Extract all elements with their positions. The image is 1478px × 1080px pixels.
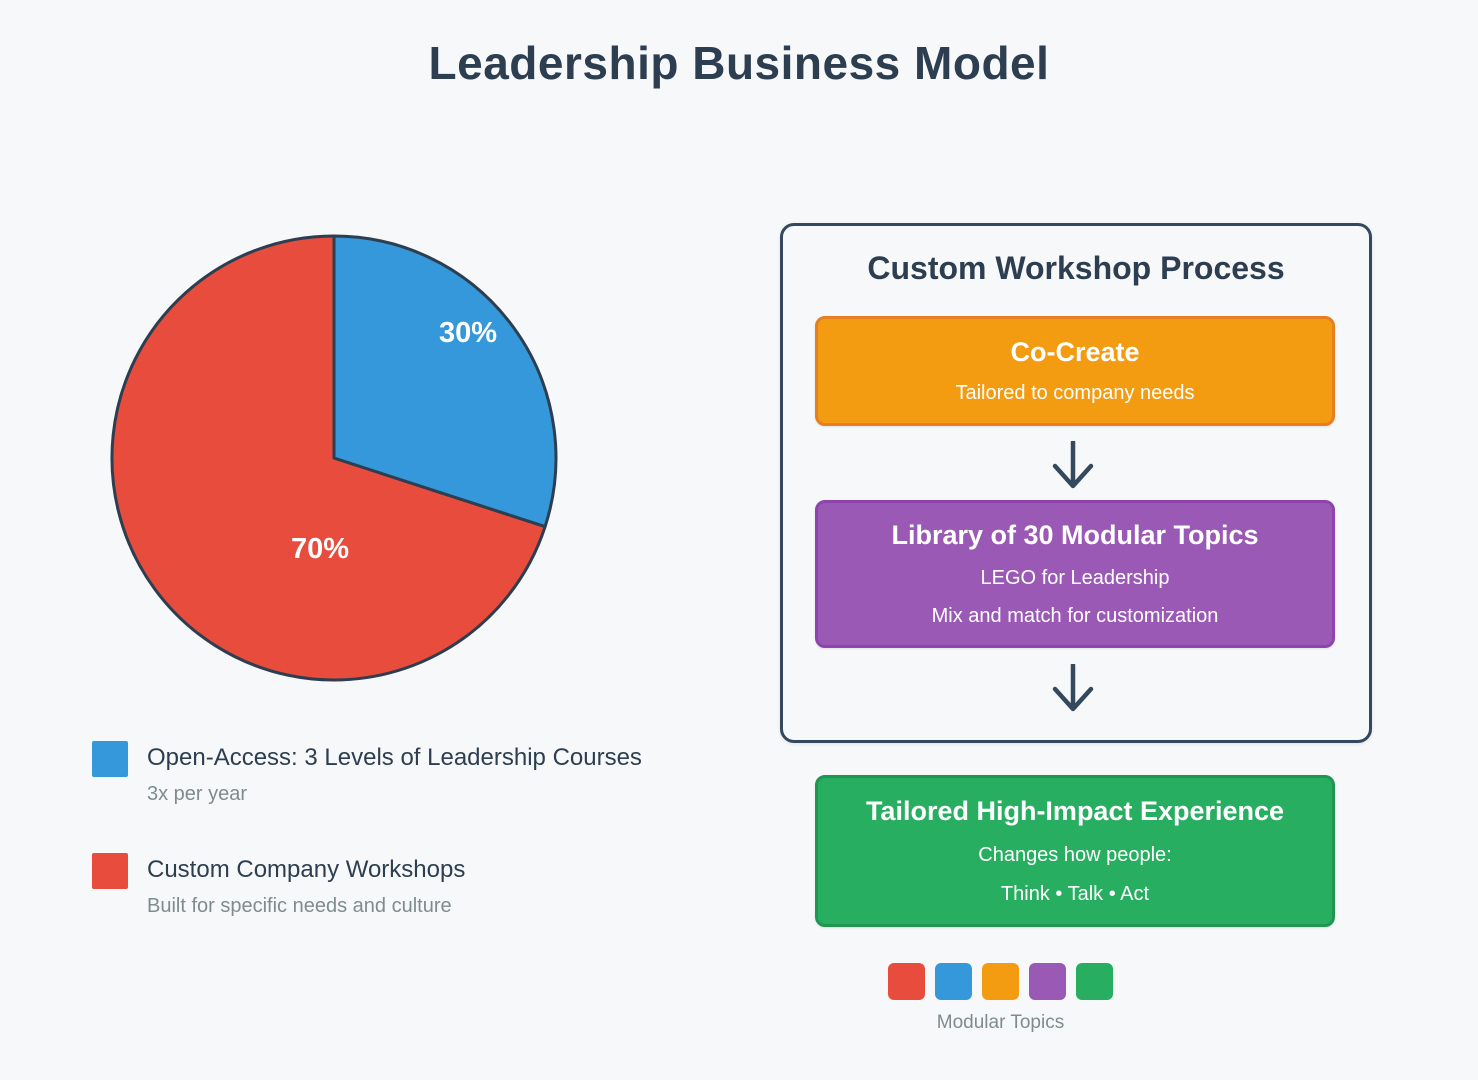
pie-chart: 30% 70% <box>108 232 560 684</box>
step-subtitle: Tailored to company needs <box>955 381 1195 404</box>
topic-swatch-orange <box>982 963 1019 1000</box>
pie-label-70: 70% <box>291 533 349 565</box>
pie-slice-open-access <box>332 234 558 529</box>
pie-slice-custom-workshops <box>110 234 547 682</box>
topic-swatch-blue <box>935 963 972 1000</box>
legend-text-custom-workshops: Custom Company Workshops Built for speci… <box>147 855 707 918</box>
page-title: Leadership Business Model <box>428 37 1050 89</box>
custom-workshop-process-panel: Custom Workshop Process <box>780 223 1372 743</box>
step-title: Co-Create <box>1010 337 1140 368</box>
outcome-subtitle: Think • Talk • Act <box>1000 882 1150 905</box>
legend-label: Custom Company Workshops <box>147 856 466 883</box>
topic-swatch-green <box>1076 963 1113 1000</box>
topic-swatch-red <box>888 963 925 1000</box>
legend-sublabel: 3x per year <box>147 783 248 805</box>
legend-sublabel: Built for specific needs and culture <box>147 895 452 917</box>
step-subtitle: LEGO for Leadership <box>980 566 1170 589</box>
step-box-library: Library of 30 Modular Topics LEGO for Le… <box>815 500 1335 648</box>
step-box-co-create: Co-Create Tailored to company needs <box>815 316 1335 426</box>
modular-topics-label: Modular Topics <box>936 1012 1065 1033</box>
step-title: Library of 30 Modular Topics <box>891 520 1259 551</box>
outcome-box: Tailored High-Impact Experience Changes … <box>815 775 1335 927</box>
legend-label: Open-Access: 3 Levels of Leadership Cour… <box>147 744 642 771</box>
down-arrow-icon <box>1052 664 1094 712</box>
outcome-title: Tailored High-Impact Experience <box>865 796 1285 827</box>
outcome-subtitle: Changes how people: <box>978 843 1172 866</box>
pie-label-30: 30% <box>439 317 497 349</box>
legend-swatch-blue <box>92 741 128 777</box>
panel-title: Custom Workshop Process <box>867 250 1285 286</box>
down-arrow-icon <box>1052 441 1094 489</box>
pie-chart-svg: 30% 70% <box>110 234 558 682</box>
legend-swatch-red <box>92 853 128 889</box>
topic-swatch-purple <box>1029 963 1066 1000</box>
legend-text-open-access: Open-Access: 3 Levels of Leadership Cour… <box>147 743 707 806</box>
step-subtitle: Mix and match for customization <box>931 604 1219 627</box>
